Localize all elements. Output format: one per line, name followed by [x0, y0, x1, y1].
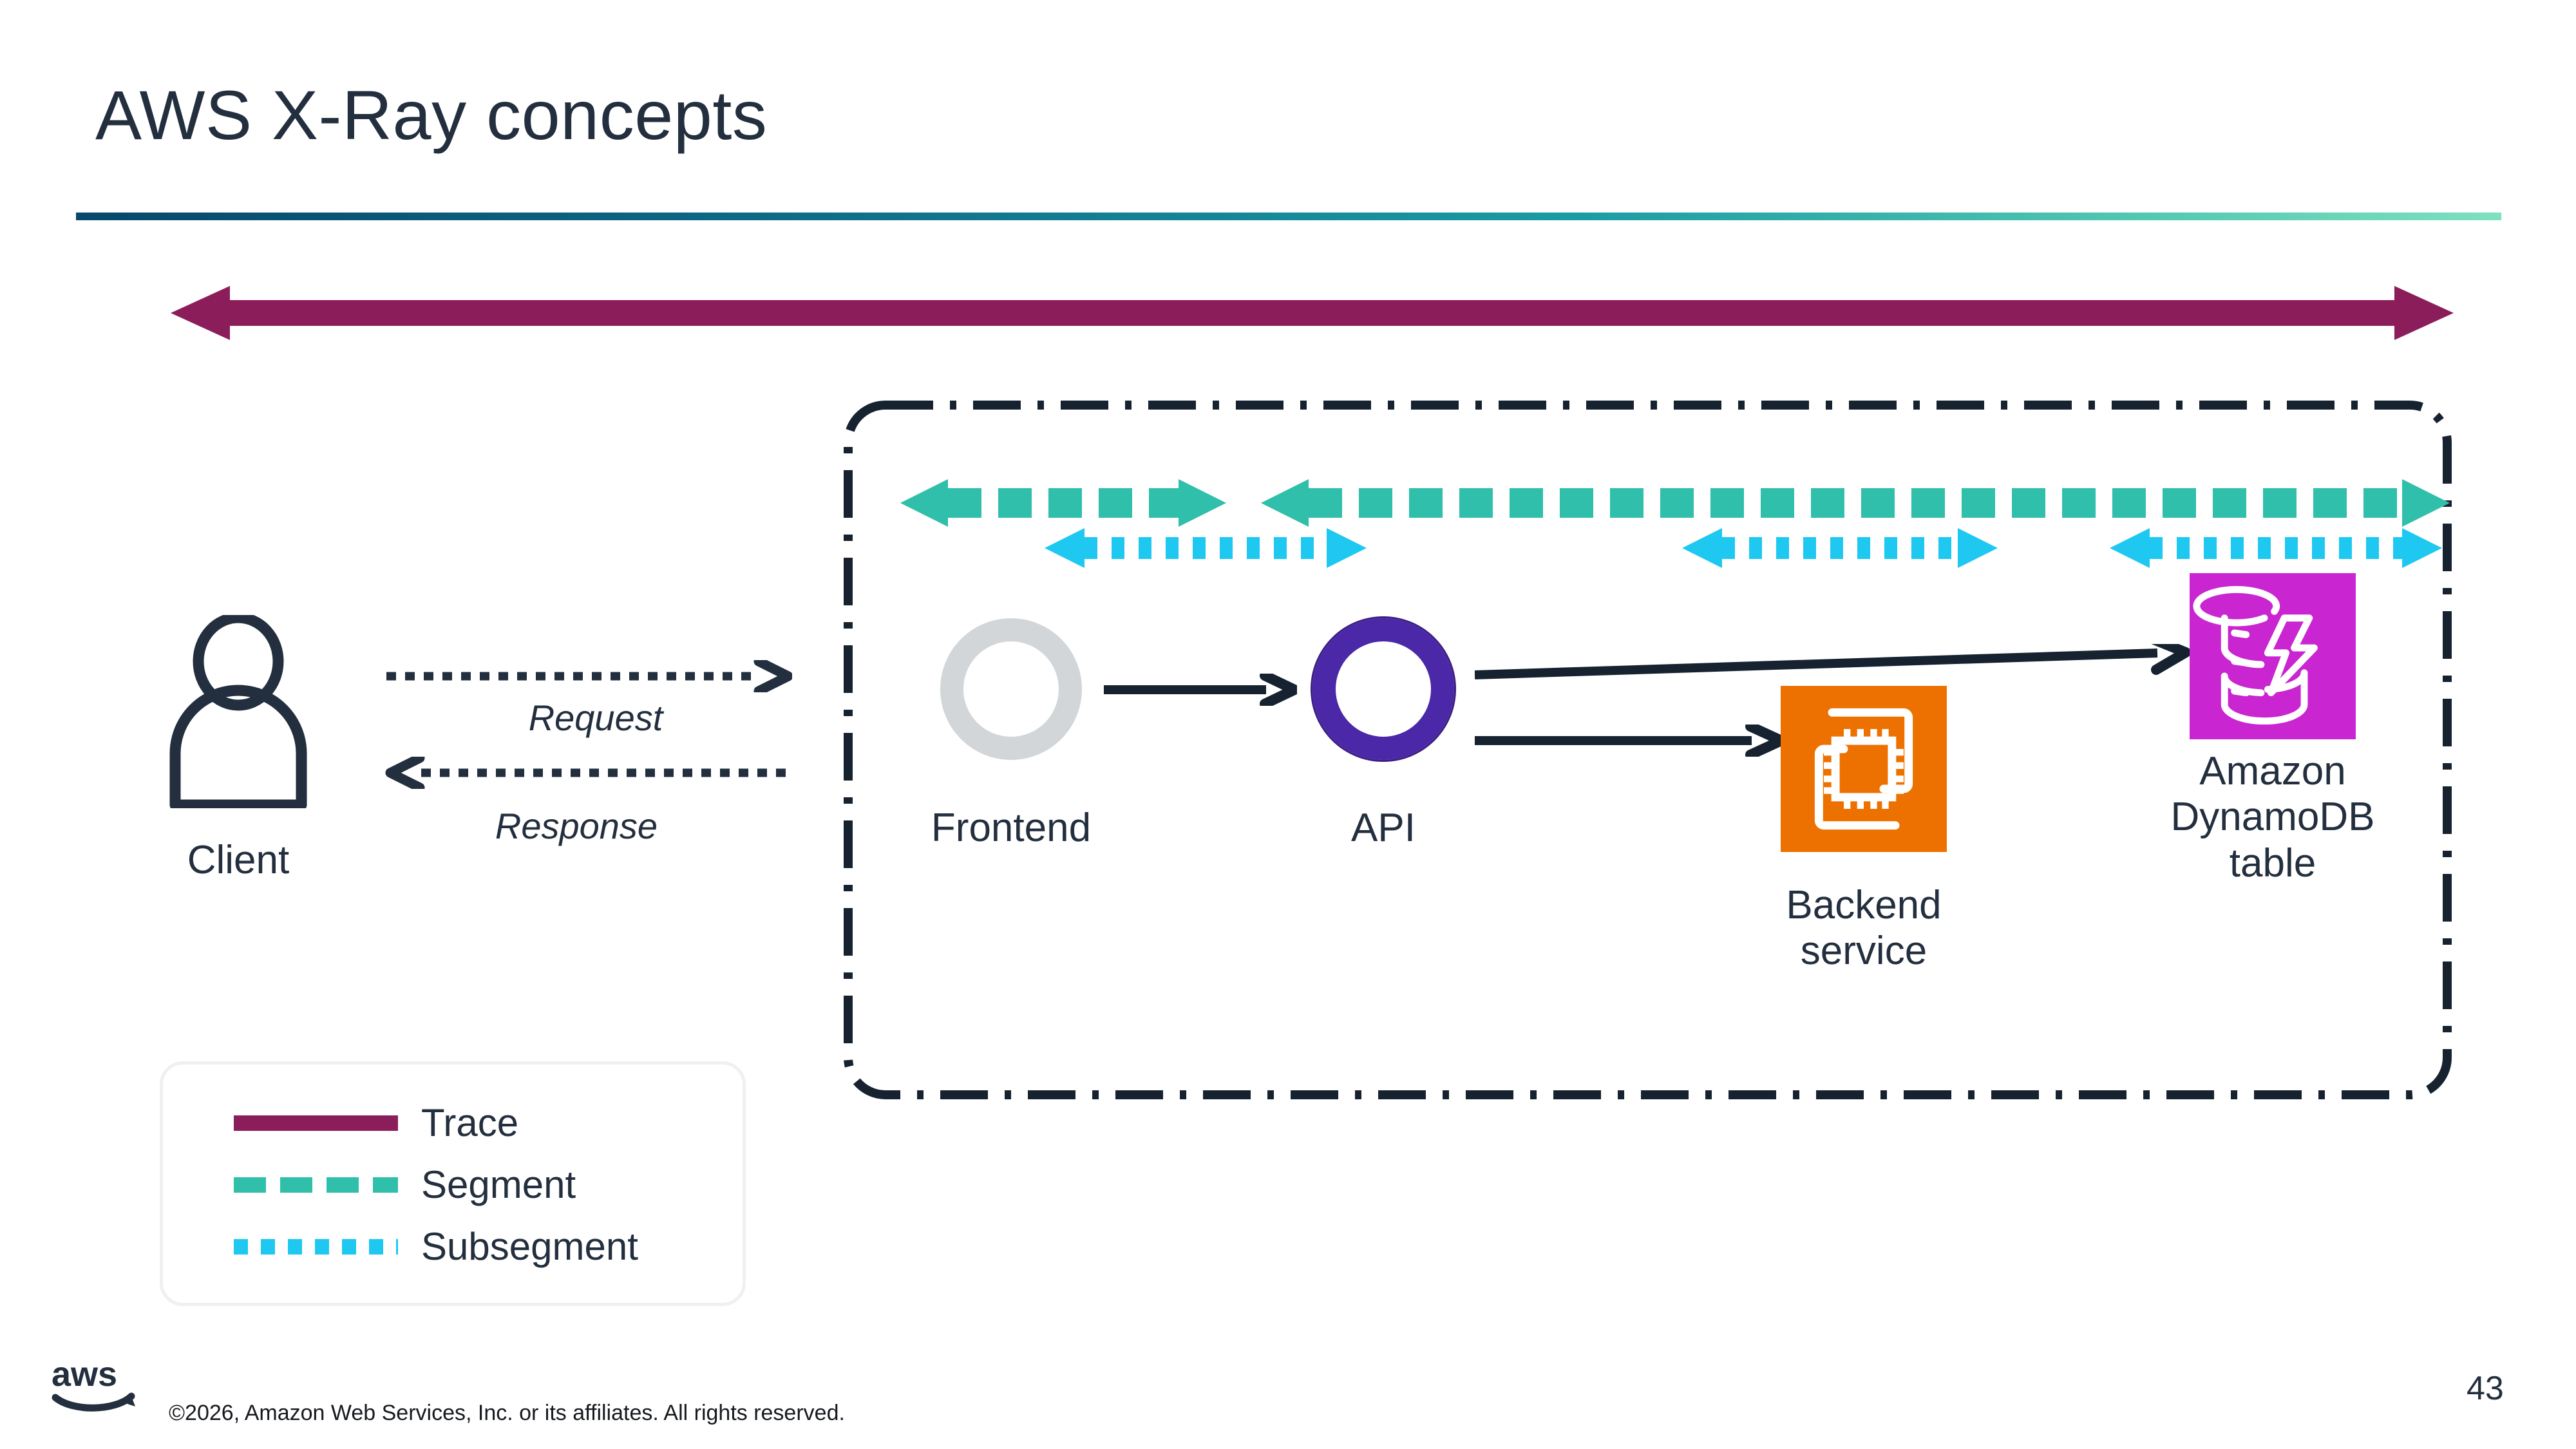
api-ring-icon: [1311, 616, 1456, 762]
legend-box: Trace Segment Subsegment: [160, 1061, 746, 1306]
request-label: Request: [528, 697, 663, 738]
request-arrow: [386, 660, 792, 692]
dynamodb-label-line2: DynamoDB: [2170, 795, 2375, 840]
title-gradient-rule: [76, 213, 2501, 220]
service-boundary-box: [844, 401, 2452, 1099]
client-person-icon: [169, 615, 307, 808]
backend-service-label-line1: Backend: [1786, 883, 1942, 927]
dynamodb-table-label: Amazon DynamoDB table: [2157, 748, 2389, 886]
segment-arrow-1: [900, 479, 1226, 527]
connector-api-to-backend: [1475, 724, 1784, 757]
legend-item-subsegment: Subsegment: [234, 1224, 638, 1269]
legend-label-subsegment: Subsegment: [421, 1225, 638, 1268]
legend-swatch-subsegment: [234, 1238, 398, 1255]
dynamodb-label-line1: Amazon: [2199, 749, 2346, 793]
trace-arrow: [171, 286, 2454, 340]
frontend-label: Frontend: [931, 806, 1092, 850]
svg-text:aws: aws: [52, 1355, 117, 1394]
frontend-ring-icon: [940, 618, 1082, 760]
connector-frontend-to-api: [1104, 674, 1297, 706]
legend-swatch-trace: [234, 1115, 398, 1131]
legend-swatch-segment: [234, 1177, 398, 1193]
subsegment-arrow-3: [2110, 528, 2442, 568]
page-title: AWS X-Ray concepts: [95, 76, 768, 154]
dynamodb-icon: [2193, 585, 2318, 725]
subsegment-arrow-1: [1045, 528, 1367, 568]
legend-item-segment: Segment: [234, 1162, 576, 1207]
segment-arrow-2: [1261, 479, 2450, 527]
connector-api-to-dynamodb: [1475, 644, 2190, 679]
copyright-text: ©2026, Amazon Web Services, Inc. or its …: [169, 1401, 845, 1425]
backend-service-label-line2: service: [1800, 929, 1927, 974]
aws-logo: aws: [52, 1355, 135, 1412]
dynamodb-label-line3: table: [2229, 840, 2316, 886]
legend-item-trace: Trace: [234, 1101, 518, 1145]
legend-label-segment: Segment: [421, 1163, 576, 1206]
page-number: 43: [2467, 1370, 2504, 1407]
dynamodb-table-tile: [2190, 573, 2356, 739]
api-label: API: [1351, 806, 1416, 850]
legend-label-trace: Trace: [421, 1101, 519, 1144]
response-arrow: [385, 757, 792, 789]
backend-service-label: Backend service: [1748, 882, 1980, 974]
ec2-chip-icon: [1814, 708, 1913, 830]
backend-service-tile: [1781, 686, 1947, 852]
response-label: Response: [495, 806, 658, 846]
subsegment-arrow-2: [1682, 528, 1998, 568]
client-label: Client: [187, 838, 290, 882]
